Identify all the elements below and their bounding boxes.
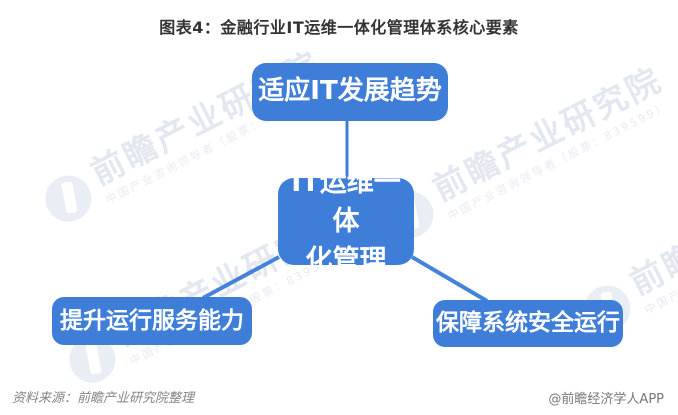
connector-center-to-bottom-left <box>202 255 280 300</box>
node-top-label: 适应IT发展趋势 <box>258 76 442 107</box>
connector-center-to-bottom-right <box>410 255 489 303</box>
source-note: 资料来源：前瞻产业研究院整理 <box>12 391 195 406</box>
node-top: 适应IT发展趋势 <box>252 63 448 121</box>
node-bottom-left-label: 提升运行服务能力 <box>60 307 244 334</box>
node-bottom-left: 提升运行服务能力 <box>52 297 252 345</box>
node-bottom-right-label: 保障系统安全运行 <box>436 310 620 337</box>
node-bottom-right: 保障系统安全运行 <box>433 300 623 347</box>
node-center-label-line2: 化管理 <box>305 245 387 277</box>
chart-title: 图表4：金融行业IT运维一体化管理体系核心要素 <box>159 18 519 37</box>
app-credit: @前瞻经济学人APP <box>548 392 664 407</box>
node-center: IT运维一体 化管理 <box>278 167 414 276</box>
node-center-label-line1: IT运维一体 <box>291 166 401 237</box>
